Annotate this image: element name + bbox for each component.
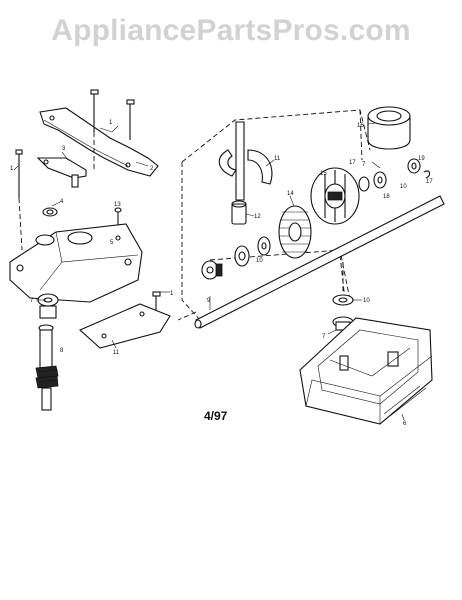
axle-washers bbox=[332, 262, 354, 331]
callout-16: 16 bbox=[357, 123, 364, 129]
callout-11a: 11 bbox=[274, 156, 281, 162]
callout-7c: 7 bbox=[362, 162, 366, 168]
callout-18: 18 bbox=[383, 194, 390, 200]
shift-lever bbox=[36, 157, 87, 188]
callout-1c: 1 bbox=[10, 166, 14, 172]
shift-fork bbox=[218, 121, 273, 225]
callout-10a: 10 bbox=[363, 298, 370, 304]
bushing bbox=[42, 207, 58, 217]
callout-15: 15 bbox=[320, 171, 327, 177]
callout-19: 19 bbox=[418, 156, 425, 162]
callout-1b: 1 bbox=[170, 291, 174, 297]
callout-17b: 17 bbox=[426, 179, 433, 185]
callout-2: 2 bbox=[150, 166, 154, 172]
callout-11b: 11 bbox=[113, 350, 120, 356]
retaining-rings bbox=[358, 158, 431, 192]
retainer-plate bbox=[78, 303, 171, 349]
bevel-gear bbox=[278, 205, 312, 259]
mounting-bracket bbox=[39, 107, 159, 177]
worm-shaft bbox=[35, 324, 59, 411]
callout-10b: 10 bbox=[256, 258, 263, 264]
axle-shaft bbox=[177, 195, 445, 329]
watermark-logo: AppliancePartsPros.com bbox=[51, 14, 411, 47]
gear-case-cover bbox=[9, 223, 143, 303]
thrust-washers bbox=[201, 236, 271, 280]
callout-8: 8 bbox=[60, 348, 64, 354]
oil-seal bbox=[37, 293, 59, 319]
callout-9: 9 bbox=[207, 298, 211, 304]
callout-4: 4 bbox=[60, 199, 64, 205]
callout-14: 14 bbox=[287, 191, 294, 197]
callout-10c: 10 bbox=[400, 184, 407, 190]
callout-17a: 17 bbox=[349, 160, 356, 166]
callout-5: 5 bbox=[110, 240, 114, 246]
callout-3: 3 bbox=[62, 146, 66, 152]
sleeve-bearing bbox=[367, 106, 411, 150]
gear-case bbox=[299, 317, 433, 425]
callout-7b: 7 bbox=[322, 334, 326, 340]
clutch-gear bbox=[310, 167, 360, 225]
callout-12: 12 bbox=[254, 214, 261, 220]
callout-7a: 7 bbox=[30, 298, 34, 304]
roll-pin bbox=[114, 207, 122, 225]
leader-lines bbox=[13, 122, 405, 421]
bolts bbox=[15, 89, 161, 320]
callout-6: 6 bbox=[403, 421, 407, 427]
callout-13: 13 bbox=[114, 202, 121, 208]
callout-1a: 1 bbox=[109, 120, 113, 126]
callout-labels: 1 1 1 2 3 4 5 6 7 7 7 8 9 10 10 10 11 11… bbox=[10, 120, 433, 427]
date-code: 4/97 bbox=[204, 409, 228, 423]
